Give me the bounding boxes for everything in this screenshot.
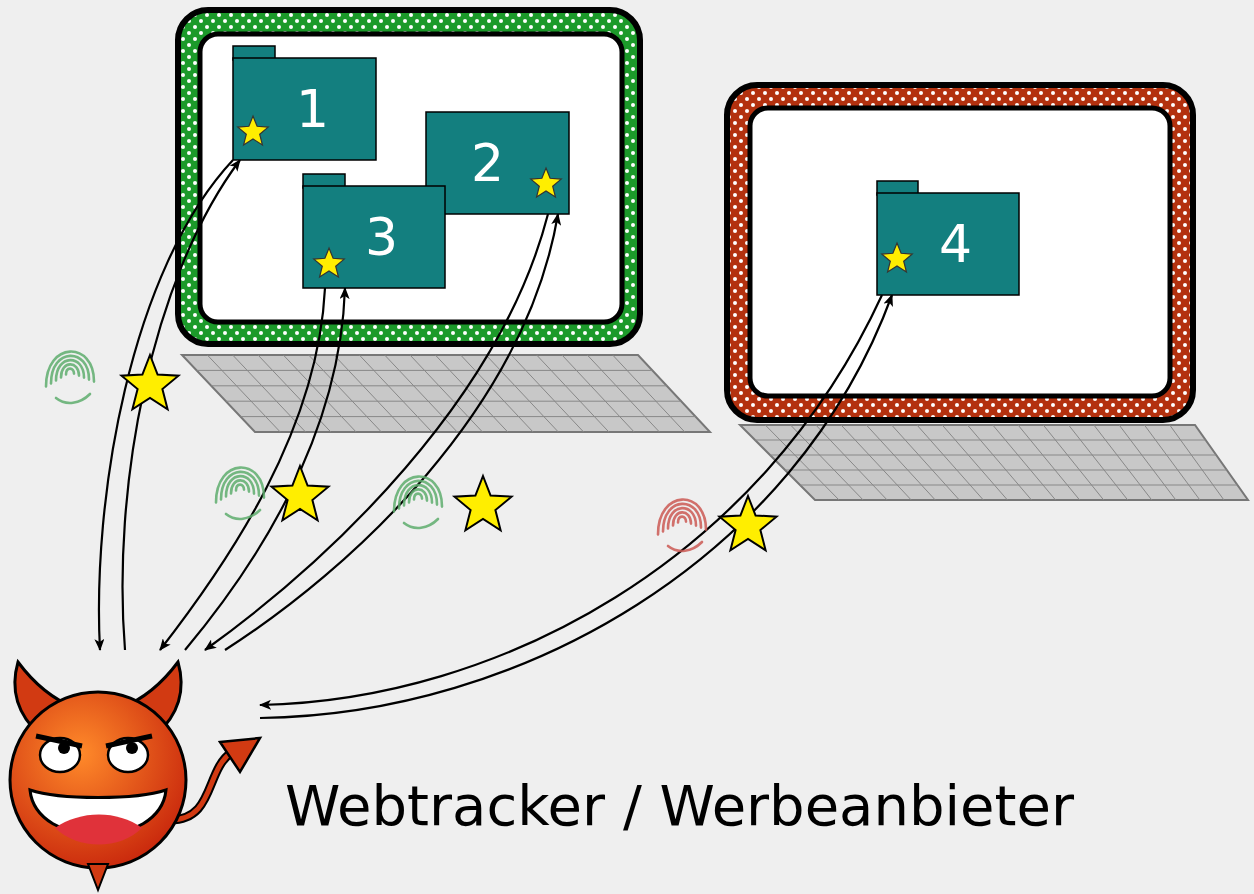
star-icon	[882, 243, 912, 272]
folder-icon: 1	[233, 46, 376, 160]
tracking-arrow	[260, 295, 892, 718]
tracking-arrow	[185, 288, 345, 650]
fingerprint-icon	[216, 468, 264, 519]
star-icon	[122, 355, 179, 409]
folder-icon: 3	[303, 174, 445, 288]
star-icon	[455, 476, 512, 530]
folder-icon: 4	[877, 181, 1019, 295]
folder-number: 1	[296, 83, 329, 135]
star-icon	[314, 248, 344, 277]
folder-number: 2	[471, 137, 504, 189]
red-laptop	[727, 85, 1248, 500]
fingerprint-icon	[658, 500, 706, 551]
folder-number: 3	[365, 211, 398, 263]
star-icon	[531, 168, 561, 197]
folder-icon: 2	[426, 100, 569, 214]
devil-figure: Webtracker / Werbeanbieter	[0, 650, 260, 894]
node-heading: Webtracker / Werbeanbieter	[285, 778, 1074, 834]
star-icon	[720, 496, 777, 550]
tracking-arrow	[260, 295, 882, 705]
fingerprint-icon	[46, 352, 94, 403]
devil-shape	[0, 650, 260, 894]
star-icon	[272, 466, 329, 520]
star-icon	[238, 116, 268, 145]
folder-number: 4	[939, 218, 972, 270]
green-laptop	[178, 10, 710, 432]
fingerprint-icon	[394, 477, 442, 528]
